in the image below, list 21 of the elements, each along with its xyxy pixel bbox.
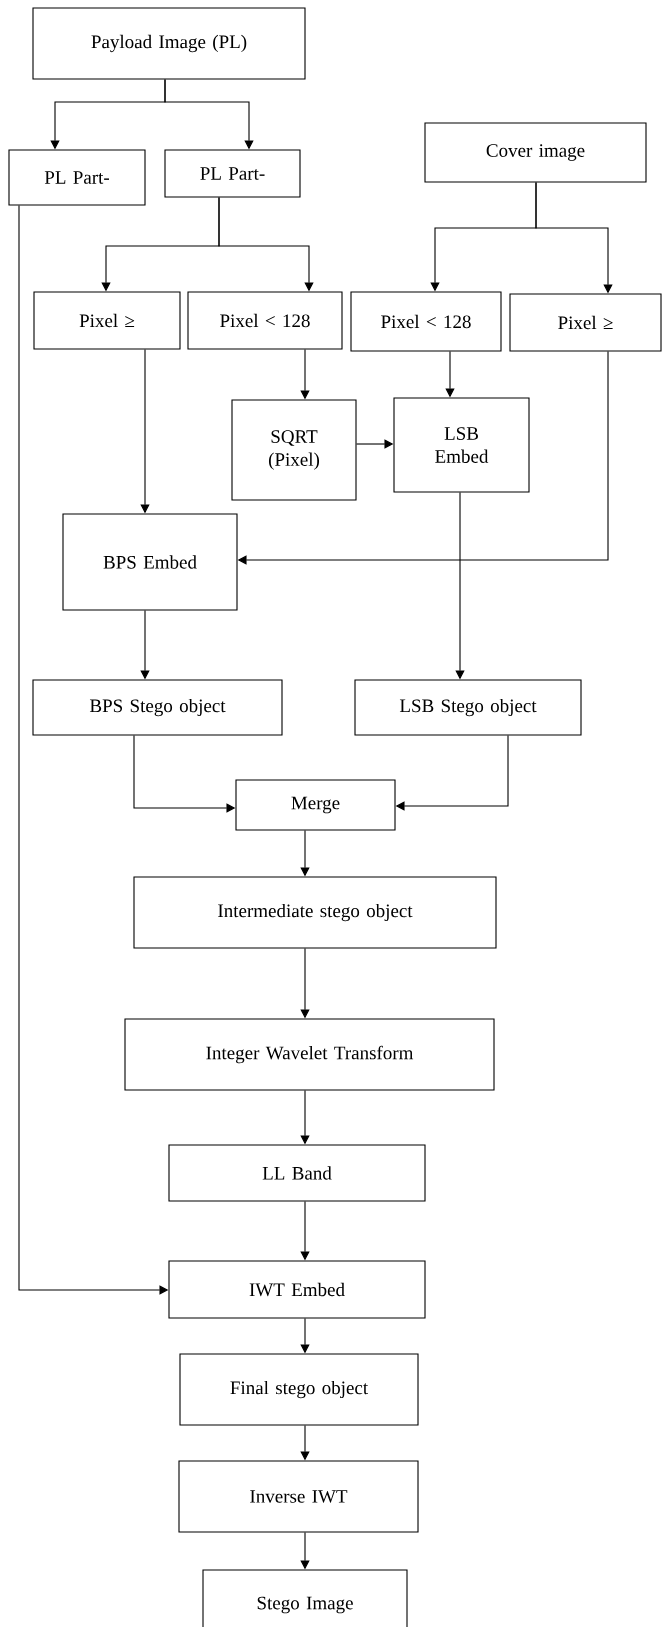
process-box: SQRT (Pixel): [231, 399, 357, 501]
process-box: Stego Image: [202, 1569, 408, 1627]
process-box: Pixel ≥: [509, 293, 662, 352]
process-box: BPS Embed: [62, 513, 238, 611]
process-box: PL Part-: [8, 149, 146, 206]
process-box: Payload Image (PL): [32, 7, 306, 80]
process-box: LL Band: [168, 1144, 426, 1202]
process-box: Inverse IWT: [178, 1460, 419, 1533]
process-box: LSB Embed: [393, 397, 530, 493]
process-box: Merge: [235, 779, 396, 831]
process-box: Intermediate stego object: [133, 876, 497, 949]
process-box: BPS Stego object: [32, 679, 283, 736]
process-box: Cover image: [424, 122, 647, 183]
process-box: Final stego object: [179, 1353, 419, 1426]
process-box: Pixel < 128: [350, 291, 502, 352]
process-box: PL Part-: [164, 149, 301, 198]
process-box: LSB Stego object: [354, 679, 582, 736]
process-box: IWT Embed: [168, 1260, 426, 1319]
process-box: Pixel ≥: [33, 291, 181, 350]
process-box: Integer Wavelet Transform: [124, 1018, 495, 1091]
process-box: Pixel < 128: [187, 291, 343, 350]
